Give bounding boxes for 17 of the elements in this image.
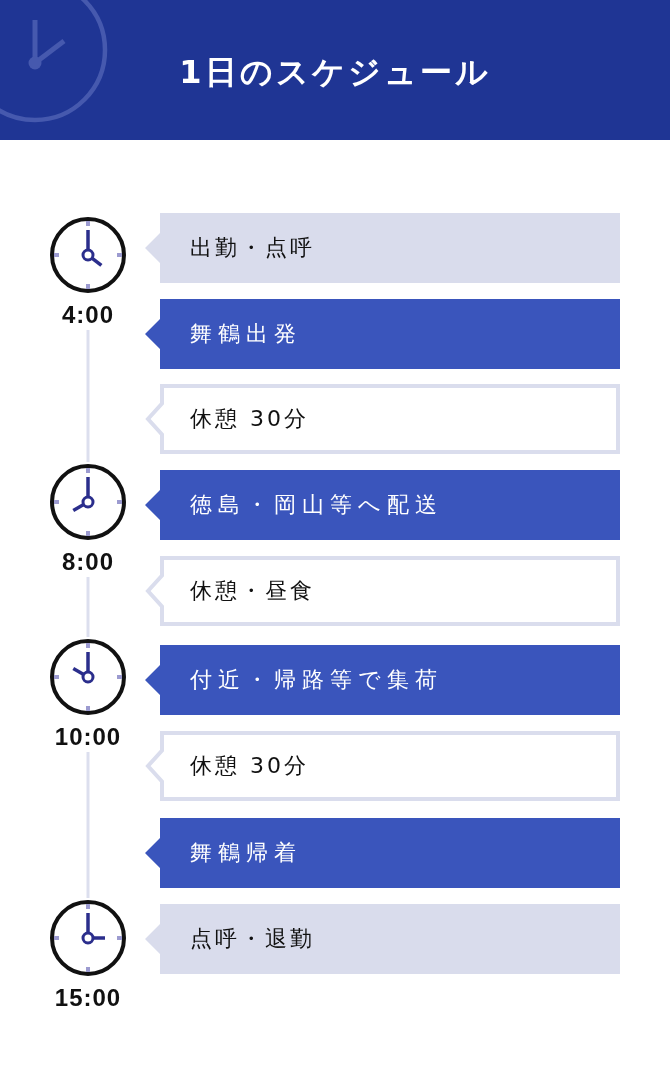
callout-box: 点呼・退勤	[145, 904, 620, 974]
time-label: 8:00	[61, 547, 114, 577]
timeline-line	[86, 330, 90, 462]
callout-box: 徳島・岡山等へ配送	[145, 470, 620, 540]
callout-box: 舞鶴出発	[145, 299, 620, 369]
time-label: 10:00	[54, 722, 122, 752]
callout-box: 舞鶴帰着	[145, 818, 620, 888]
callout-box: 出勤・点呼	[145, 213, 620, 283]
callout-box: 休憩 30分	[145, 384, 620, 454]
time-label: 15:00	[54, 983, 122, 1013]
callout-box: 休憩 30分	[145, 731, 620, 801]
timeline-line	[86, 752, 90, 898]
title: 1日のスケジュール	[179, 52, 491, 93]
callout-box: 付近・帰路等で集荷	[145, 645, 620, 715]
callout-box: 休憩・昼食	[145, 556, 620, 626]
time-label: 4:00	[61, 300, 114, 330]
timeline-line	[86, 577, 90, 637]
